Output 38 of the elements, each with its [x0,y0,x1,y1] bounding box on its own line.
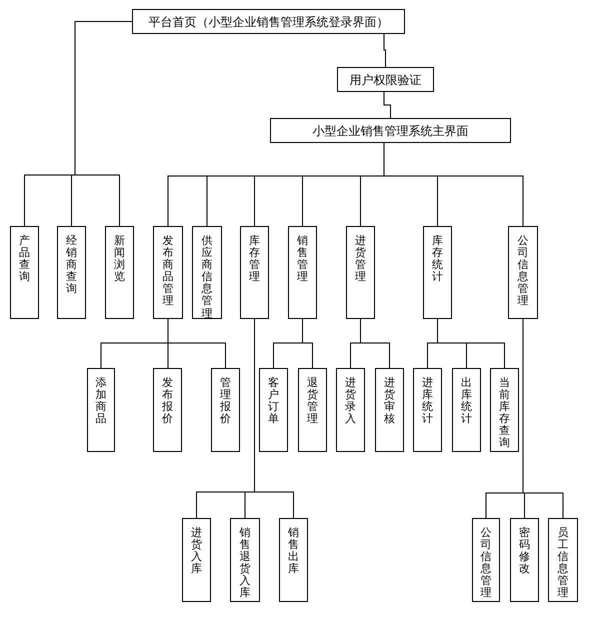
module-box: 当前库存查询 [490,368,519,452]
module-box: 添加商品 [87,368,115,452]
module-box: 销售退货入库 [230,518,260,602]
module-box: 平台首页（小型企业销售管理系统登录界面） [132,9,405,34]
module-box: 小型企业销售管理系统主界面 [270,118,511,143]
module-box: 库存管理 [240,226,269,319]
connector-line [360,318,390,368]
connector-line [437,318,505,368]
connector-line [168,318,226,368]
connector-line [522,318,564,518]
connector-line [302,318,313,368]
module-box: 库存统计 [423,226,452,319]
module-box: 进库统计 [413,368,442,452]
module-box: 员工信息管理 [548,518,578,602]
module-box: 进货管理 [346,226,375,319]
module-box: 进货审核 [375,368,404,452]
module-box: 发布报价 [153,368,182,452]
module-box: 管理报价 [211,368,240,452]
module-box: 密码修改 [510,518,539,602]
connector-line [384,92,391,118]
module-box: 客户订单 [259,368,288,452]
connector-line [384,142,524,226]
connector-line [384,34,386,68]
module-box: 公司信息管理 [508,226,538,319]
module-box: 用户权限验证 [337,67,434,92]
module-box: 进货录入 [336,368,365,452]
module-box: 出库统计 [452,368,481,452]
module-box: 新闻浏览 [105,226,134,319]
module-box: 供应商信息管理 [192,226,222,319]
connector-line [254,318,294,518]
module-box: 经销商查询 [57,226,86,319]
module-box: 进货入库 [182,518,211,602]
module-box: 发布商品管理 [153,226,183,319]
module-box: 退货管理 [298,368,327,452]
module-box: 销售出库 [279,518,308,602]
module-box: 销售管理 [288,226,317,319]
module-box: 产品查询 [10,226,39,319]
module-box: 公司信息管理 [472,518,500,602]
